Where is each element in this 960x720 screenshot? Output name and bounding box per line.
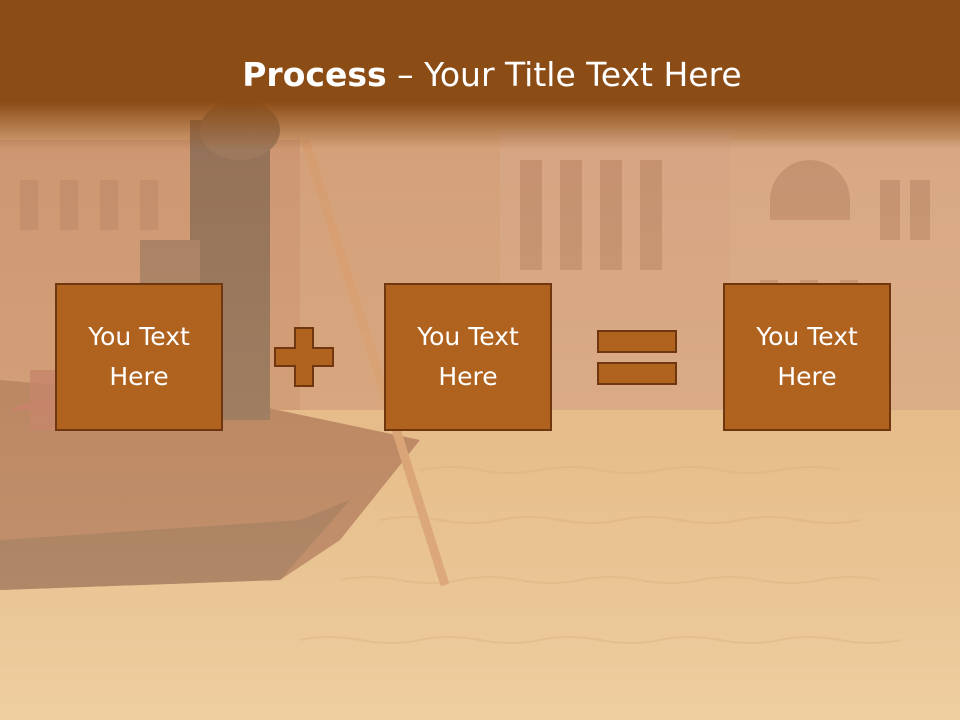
process-box-2[interactable]: You Text Here (384, 283, 552, 431)
title-bold: Process (242, 55, 387, 94)
title-rest: – Your Title Text Here (386, 55, 742, 94)
slide-title: Process – Your Title Text Here (0, 54, 960, 96)
plus-icon (274, 327, 334, 387)
process-box-1[interactable]: You Text Here (55, 283, 223, 431)
equals-icon (597, 330, 677, 385)
process-box-3[interactable]: You Text Here (723, 283, 891, 431)
title-bar: Process – Your Title Text Here (0, 0, 960, 150)
